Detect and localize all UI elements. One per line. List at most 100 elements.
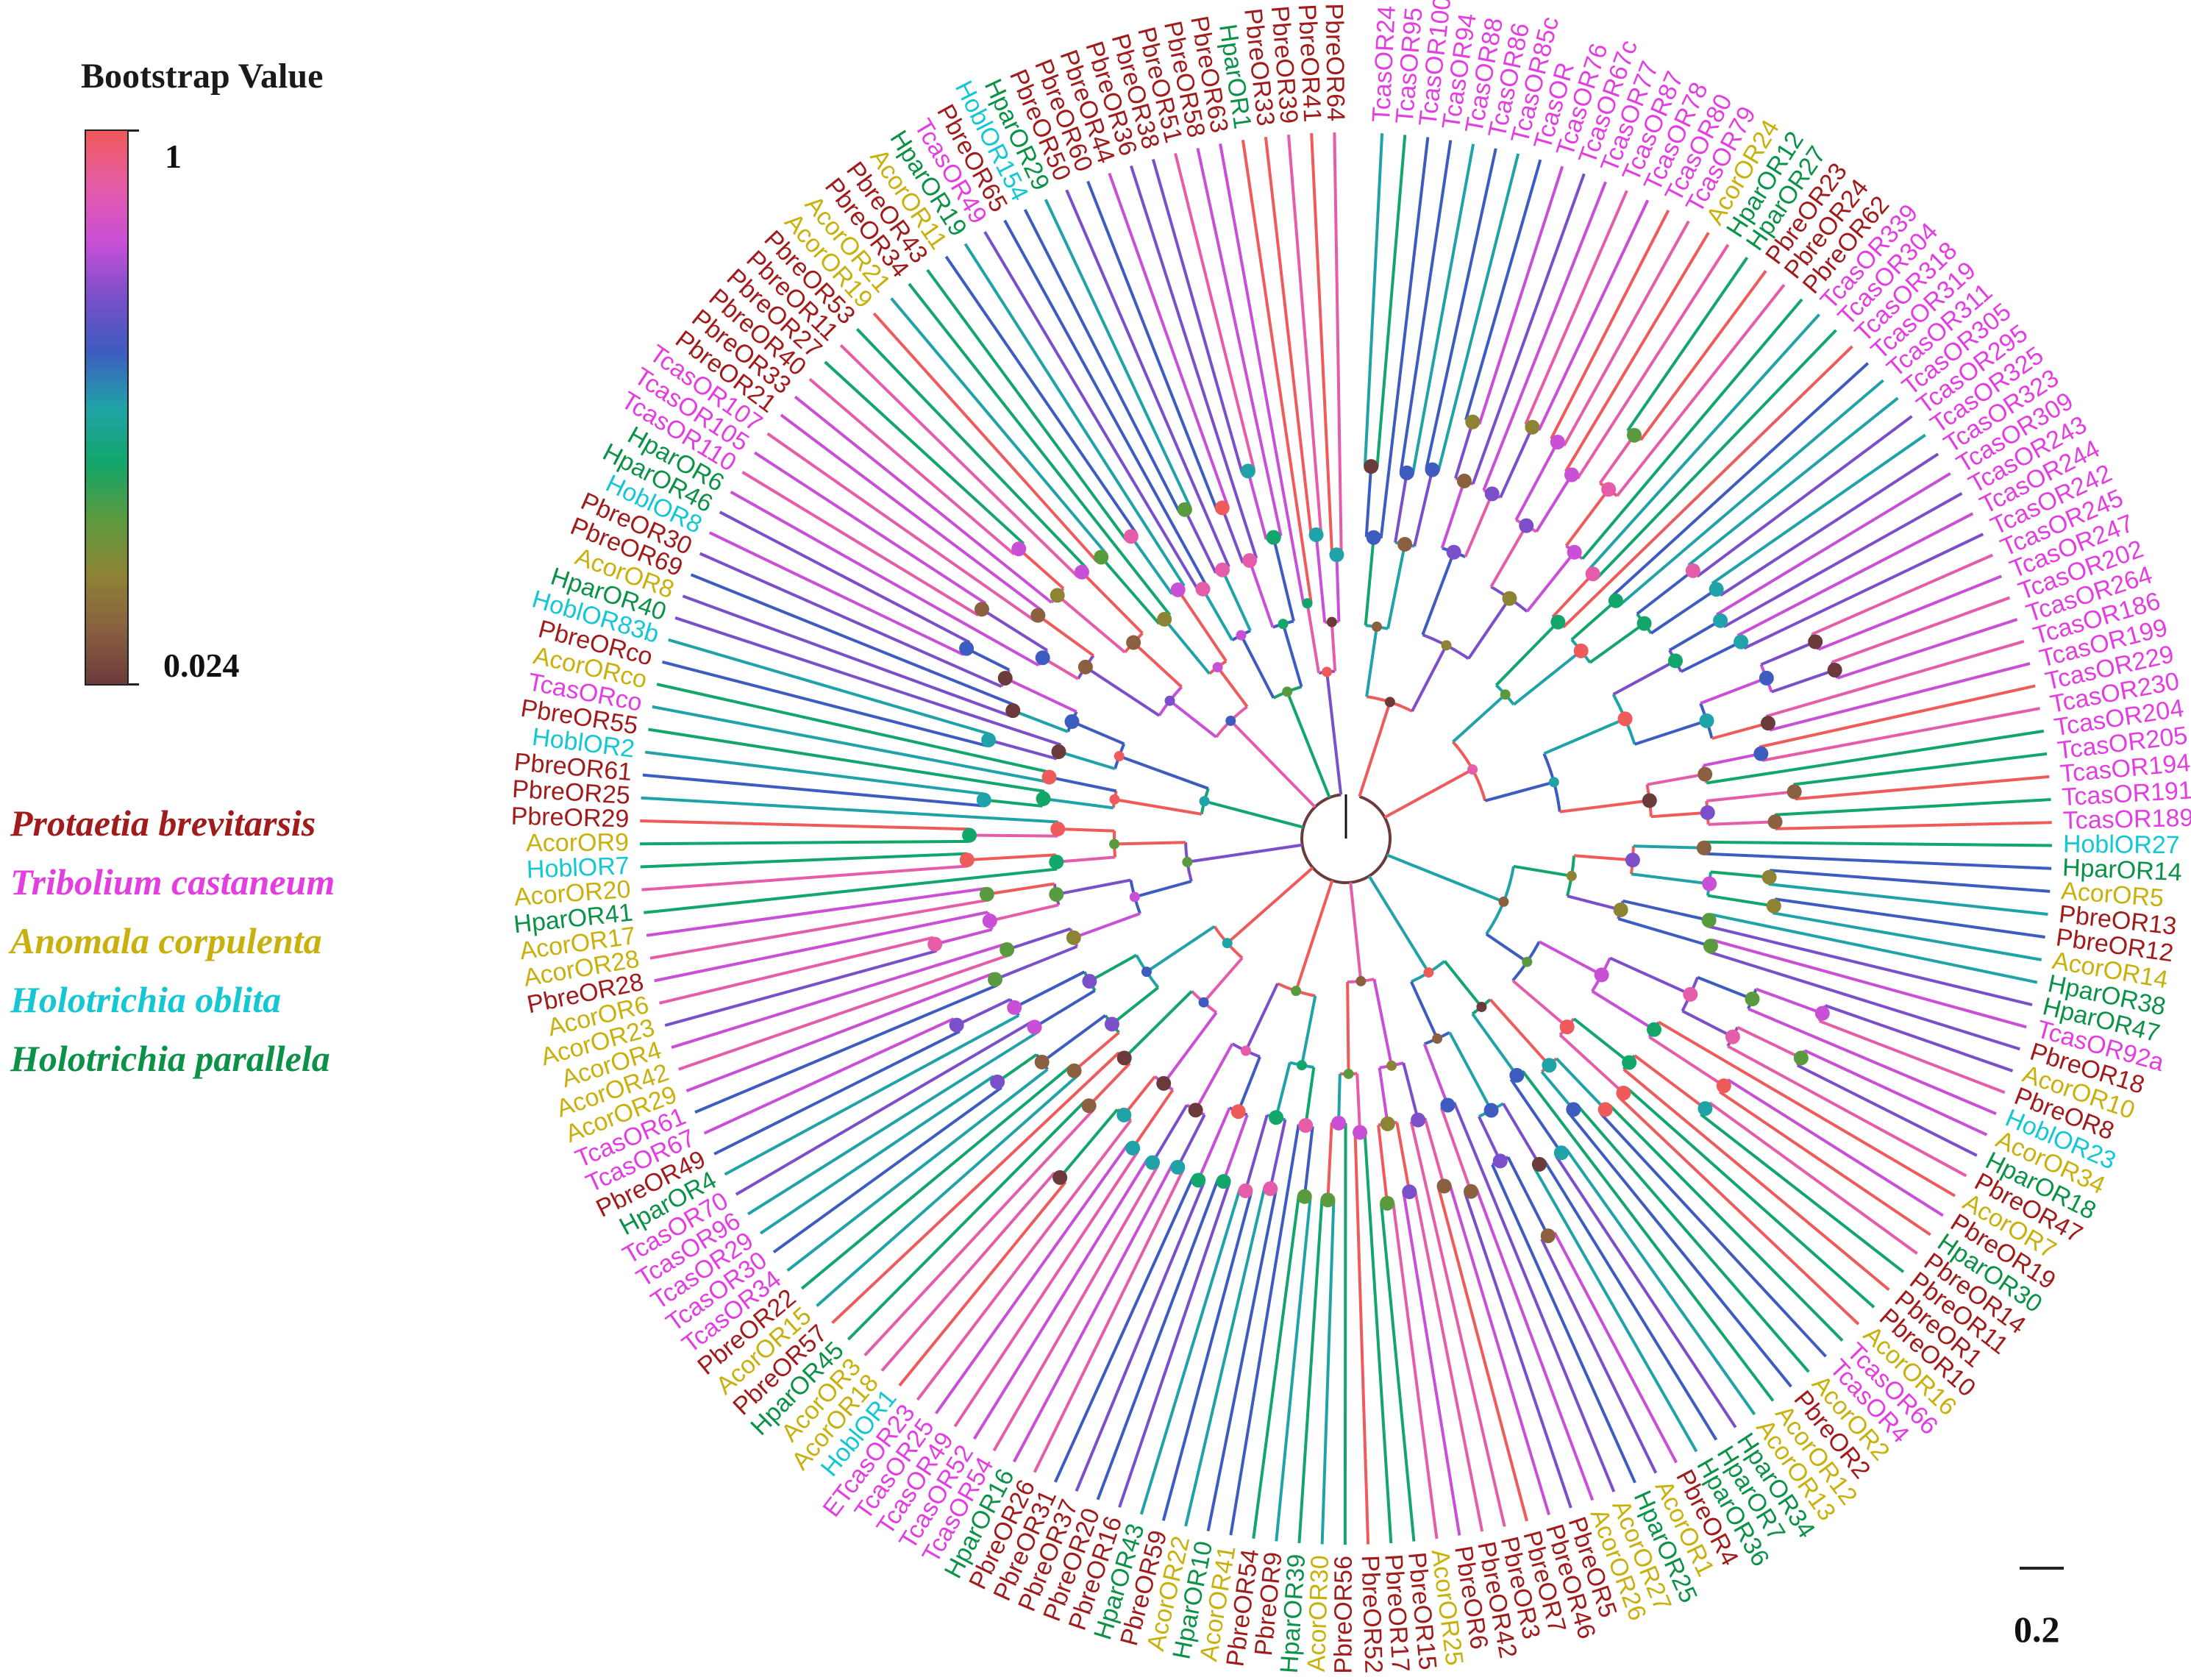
internal-branch <box>1386 853 1505 903</box>
bootstrap-node-marker <box>1519 518 1534 533</box>
tip-branch <box>1532 1167 1698 1453</box>
bootstrap-node-marker <box>1214 562 1230 577</box>
internal-branch <box>1367 875 1431 974</box>
tip-branch <box>719 510 971 644</box>
tip-branch <box>671 942 1006 1050</box>
internal-branch <box>1622 899 1710 922</box>
bootstrap-node-marker <box>1049 854 1064 869</box>
bootstrap-node-marker <box>1697 1101 1713 1117</box>
tip-branch <box>1399 140 1453 472</box>
tip-branch <box>1772 911 2042 961</box>
internal-branch <box>1071 720 1125 746</box>
tip-branch <box>1363 133 1384 466</box>
bootstrap-node-marker <box>1522 956 1533 967</box>
internal-branch <box>1668 619 1722 652</box>
bootstrap-node-marker <box>1326 616 1337 627</box>
tip-branch <box>1703 840 2052 847</box>
tip-branch <box>1817 574 2003 651</box>
bootstrap-node-marker <box>1027 1019 1042 1035</box>
tip-branch <box>1748 1007 1997 1116</box>
internal-branch <box>966 647 1011 672</box>
internal-branch <box>1551 572 1595 619</box>
internal-branch <box>1012 709 1069 733</box>
bootstrap-node-marker <box>1164 695 1175 706</box>
internal-branch <box>1114 797 1203 816</box>
scale-bar-label: 0.2 <box>2014 1609 2060 1650</box>
bootstrap-node-marker <box>1502 591 1517 606</box>
internal-branch <box>1364 466 1373 538</box>
tip-branch <box>1622 1068 1890 1292</box>
internal-branch <box>1372 978 1393 1067</box>
internal-branch <box>1203 957 1244 1004</box>
bootstrap-node-marker <box>1050 822 1066 837</box>
tip-branch <box>1722 491 1963 628</box>
bootstrap-node-marker <box>1594 967 1609 983</box>
tip-branch <box>1151 158 1244 474</box>
internal-branch <box>1058 827 1115 833</box>
bootstrap-node-marker <box>1668 653 1684 669</box>
bootstrap-node-marker <box>1432 1033 1443 1044</box>
bootstrap-node-marker <box>1082 974 1097 989</box>
tip-branch <box>1379 137 1430 539</box>
bootstrap-node-marker <box>1291 986 1302 997</box>
tip-branch <box>934 1143 1129 1414</box>
internal-branch <box>1130 535 1174 595</box>
tip-branch <box>766 432 1036 622</box>
internal-branch <box>1609 956 1692 996</box>
bootstrap-node-marker <box>959 853 975 868</box>
internal-branch <box>1464 493 1494 558</box>
tip-branch <box>1793 752 2048 786</box>
bootstrap-node-marker <box>1066 1063 1082 1078</box>
bootstrap-node-marker <box>1125 1140 1141 1156</box>
internal-branch <box>1281 623 1303 688</box>
internal-branch <box>1478 1116 1502 1162</box>
root-arc <box>1300 793 1392 884</box>
tip-branch <box>1769 662 2031 732</box>
internal-branch <box>1330 622 1337 672</box>
bootstrap-node-marker <box>1760 716 1775 731</box>
tip-branch <box>1562 220 1690 446</box>
bootstrap-node-marker <box>1397 536 1413 552</box>
tip-branch <box>1639 270 1767 441</box>
internal-branch <box>1440 480 1466 549</box>
internal-branch <box>1300 995 1317 1066</box>
tip-branch <box>1831 596 2011 664</box>
internal-branch <box>1395 1122 1411 1192</box>
tip-branch <box>1075 1181 1205 1492</box>
tip-branch <box>1711 433 1926 585</box>
bootstrap-node-marker <box>1423 967 1434 978</box>
internal-branch <box>1499 426 1534 499</box>
tip-branch <box>730 490 1039 667</box>
species-legend-protaetia-brevitarsis: Protaetia brevitarsis <box>10 802 316 844</box>
internal-branch <box>1080 571 1144 635</box>
bootstrap-node-marker <box>1767 814 1783 830</box>
tip-branch <box>794 395 1053 604</box>
bootstrap-node-marker <box>1550 435 1565 450</box>
tip-branch <box>1836 618 2018 680</box>
bootstrap-node-marker <box>1548 777 1559 788</box>
tip-branch <box>1703 852 2052 870</box>
bootstrap-node-marker <box>1157 611 1172 627</box>
tip-branch <box>1380 1203 1416 1542</box>
bootstrap-node-marker <box>1343 1068 1354 1079</box>
internal-branch <box>1494 621 1559 686</box>
internal-branch <box>1194 1043 1234 1111</box>
bootstrap-node-marker <box>1616 1086 1631 1101</box>
internal-branch <box>1413 469 1434 547</box>
internal-branch <box>1489 524 1528 588</box>
bootstrap-node-marker <box>959 641 975 656</box>
internal-branch <box>1326 1122 1333 1200</box>
bootstrap-node-marker <box>1216 1174 1231 1189</box>
internal-branch <box>1570 599 1617 641</box>
internal-branch <box>1294 880 1334 992</box>
tip-branch <box>1475 1189 1595 1501</box>
tip-branch <box>772 1086 1002 1253</box>
internal-branch <box>1617 917 1711 948</box>
leaf-label: HoblOR27 <box>2063 830 2180 860</box>
bootstrap-node-marker <box>974 602 989 617</box>
bootstrap-node-marker <box>1170 582 1186 597</box>
internal-branch <box>1573 854 1634 862</box>
tip-branch <box>983 231 1200 593</box>
bootstrap-node-marker <box>1195 581 1211 597</box>
bootstrap-node-marker <box>1411 1112 1426 1128</box>
